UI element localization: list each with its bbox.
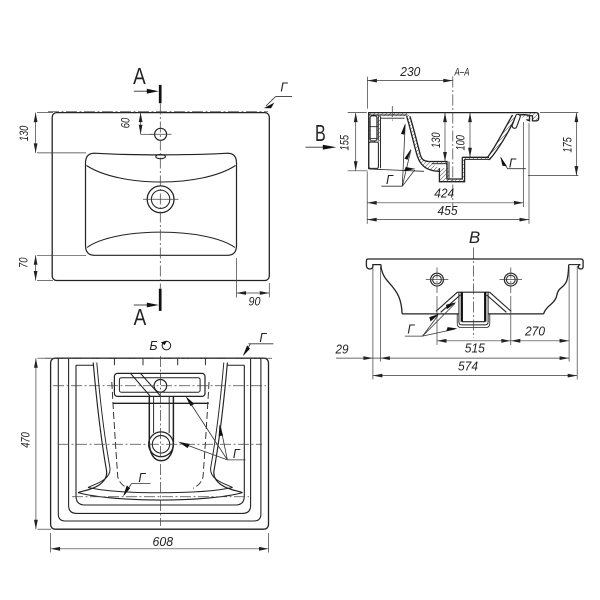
- svg-text:Γ: Γ: [509, 157, 517, 171]
- svg-text:424: 424: [434, 185, 454, 200]
- svg-text:Γ: Γ: [280, 81, 288, 95]
- svg-text:515: 515: [465, 340, 486, 355]
- svg-text:29: 29: [335, 342, 349, 357]
- svg-text:Γ: Γ: [386, 173, 394, 187]
- svg-text:Γ: Γ: [233, 447, 241, 461]
- svg-text:70: 70: [19, 257, 31, 268]
- svg-text:А–А: А–А: [454, 67, 470, 79]
- svg-text:608: 608: [153, 534, 174, 549]
- svg-text:270: 270: [524, 324, 546, 339]
- svg-text:455: 455: [438, 203, 459, 218]
- svg-text:130: 130: [431, 132, 443, 148]
- svg-text:175: 175: [563, 137, 575, 153]
- svg-text:130: 130: [19, 125, 31, 141]
- svg-text:155: 155: [340, 134, 352, 150]
- svg-text:470: 470: [21, 432, 33, 448]
- svg-text:Γ: Γ: [407, 323, 415, 337]
- svg-text:A: A: [134, 305, 147, 330]
- svg-text:Б: Б: [149, 339, 157, 353]
- svg-text:230: 230: [399, 64, 421, 79]
- svg-text:Γ: Γ: [259, 331, 267, 345]
- svg-text:В: В: [469, 228, 480, 247]
- svg-text:A: A: [133, 64, 146, 89]
- svg-text:574: 574: [458, 359, 478, 374]
- svg-text:90: 90: [249, 297, 262, 309]
- svg-text:60: 60: [121, 117, 133, 128]
- svg-text:Γ: Γ: [138, 471, 146, 485]
- svg-text:100: 100: [456, 135, 468, 151]
- svg-text:В: В: [315, 122, 326, 147]
